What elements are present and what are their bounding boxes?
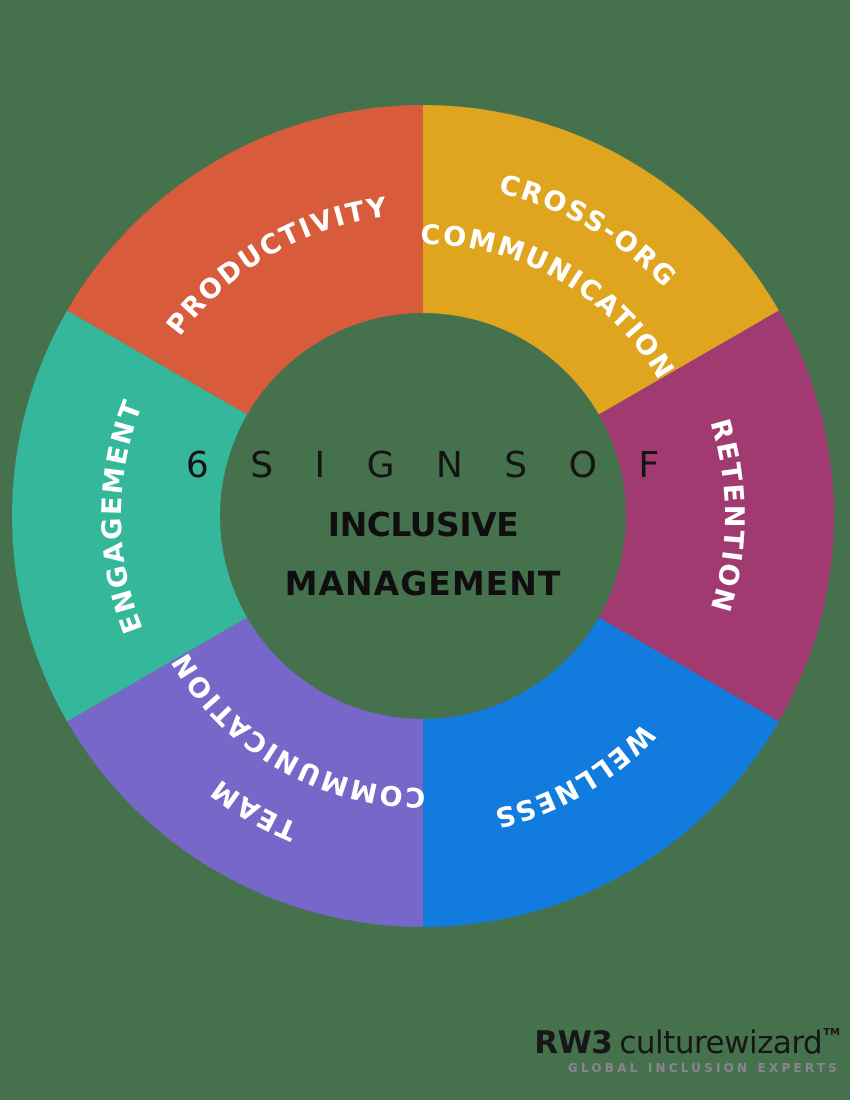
center-title-line2: INCLUSIVE: [328, 505, 518, 544]
logo-tagline: GLOBAL INCLUSION EXPERTS: [567, 1061, 840, 1075]
segment-wellness: [423, 617, 779, 927]
segment-engagement: [11, 310, 248, 722]
center-title-line3: MANAGEMENT: [285, 564, 562, 603]
segment-team-communication: [67, 617, 423, 927]
segment-retention: [598, 310, 835, 722]
trademark-symbol: TM: [823, 1027, 840, 1038]
center-title-kicker: 6 S I G N S O F: [186, 445, 674, 486]
logo-rw3: RW3: [534, 1025, 613, 1061]
segment-productivity: [67, 105, 423, 415]
logo-culturewizard: culturewizard: [619, 1025, 823, 1061]
segment-cross-org-communication: [423, 105, 779, 415]
